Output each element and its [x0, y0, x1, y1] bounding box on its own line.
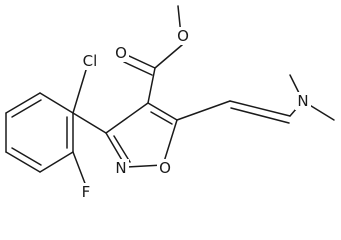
bond-c-f: [72, 151, 87, 187]
bond-vinyl-vinyl-double: [230, 107, 290, 124]
bond-benzene-double-1: [11, 99, 42, 118]
bond-c3-c4: [105, 102, 149, 134]
bond-c5-o1: [162, 119, 178, 166]
amine-nitrogen-label: N: [297, 92, 308, 110]
isoxazole-ring: [105, 102, 178, 168]
bond-benzene-double-2: [11, 147, 42, 166]
bond-carbonyl-o: [126, 54, 156, 69]
bond-o1-n2: [125, 164, 164, 168]
bond-carbonyl-ester-o: [154, 44, 183, 69]
bond-c-cl: [72, 69, 87, 114]
bond-c4-carbonyl: [147, 67, 156, 104]
fluorine-label: F: [82, 183, 91, 201]
benzene-ring: [5, 92, 74, 173]
carbonyl-oxygen-label: O: [115, 44, 127, 62]
ester-oxygen-label: O: [177, 27, 189, 45]
chlorine-label: Cl: [83, 52, 98, 70]
molecule-structure: Cl F O O N O N: [5, 5, 335, 201]
bond-c4-c5-double: [150, 111, 173, 125]
atom-label-cl: Cl: [78, 52, 102, 70]
bond-benzene-3: [5, 151, 41, 173]
ester-group: [123, 5, 183, 104]
bond-benzene-6: [39, 92, 74, 114]
bond-benzene-1: [5, 92, 41, 114]
bond-benzene-4: [39, 151, 74, 173]
bond-carbonyl-o-double: [123, 61, 153, 76]
atom-label-o-carbonyl: O: [113, 44, 129, 62]
atom-label-n-ring: N: [113, 159, 129, 177]
bond-c4-c5: [147, 102, 178, 121]
atom-label-f: F: [79, 183, 93, 201]
bond-c5-vinyl: [176, 100, 231, 121]
ring-nitrogen-label: N: [115, 159, 126, 177]
atom-label-o-ring: O: [157, 159, 173, 177]
atom-label-n-amine: N: [295, 92, 311, 110]
atom-label-o-ester: O: [175, 27, 191, 45]
ring-oxygen-label: O: [159, 159, 171, 177]
bond-c3-n2-double: [113, 135, 131, 163]
bond-vinyl-vinyl: [229, 100, 291, 117]
bond-phenyl-isoxazole: [72, 112, 107, 134]
